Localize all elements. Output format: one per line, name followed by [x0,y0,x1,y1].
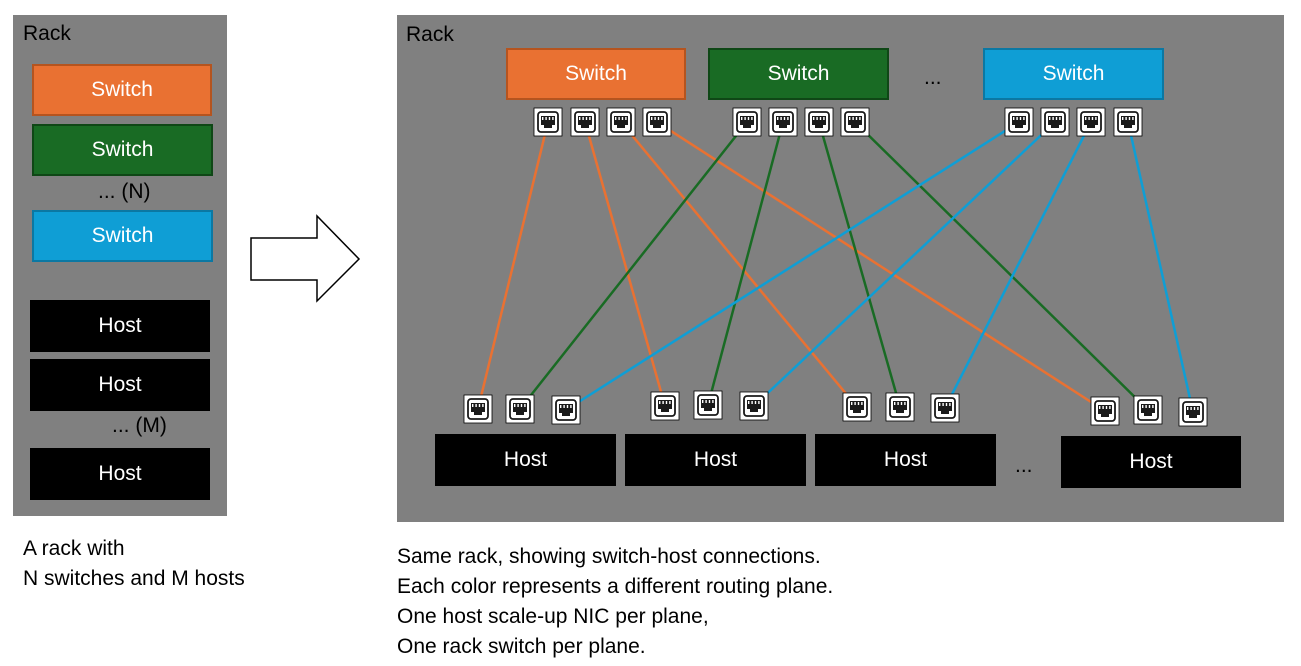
ethernet-port-icon [505,394,535,424]
right-caption-line: Each color represents a different routin… [397,575,834,598]
left-host-ellipsis: ... (M) [112,414,167,437]
connection-line [476,121,550,410]
connection-line [943,121,1093,409]
connection-line [583,121,667,407]
right-switch-ellipsis: ... [924,66,942,89]
ethernet-port-icon [1004,107,1034,137]
ethernet-port-icon [842,392,872,422]
ethernet-port-icon [1178,397,1208,427]
ethernet-port-icon [804,107,834,137]
left-caption-line: N switches and M hosts [23,567,245,590]
left-host-3: Host [30,448,210,500]
right-switch-blue: Switch [983,48,1164,100]
ethernet-port-icon [840,107,870,137]
right-caption-line: One host scale-up NIC per plane, [397,605,709,628]
ethernet-port-icon [533,107,563,137]
left-rack-label: Rack [23,22,71,45]
right-rack-label: Rack [406,23,454,46]
ethernet-port-icon [693,390,723,420]
right-switch-orange: Switch [506,48,686,100]
connection-line [817,121,902,408]
ethernet-port-icon [1113,107,1143,137]
ethernet-port-icon [1040,107,1070,137]
ethernet-port-icon [642,107,672,137]
right-host-2: Host [625,434,806,486]
right-host-4: Host [1061,436,1241,488]
ethernet-port-icon [650,391,680,421]
connection-line [1126,121,1195,413]
ethernet-port-icon [570,107,600,137]
connection-line [854,121,1149,411]
ethernet-port-icon [606,107,636,137]
connection-line [519,121,748,410]
right-caption: Same rack, showing switch-host connectio… [397,542,833,662]
ethernet-port-icon [732,107,762,137]
ethernet-port-icon [1076,107,1106,137]
left-switch-orange: Switch [32,64,212,116]
ethernet-port-icon [930,393,960,423]
connection-line [753,121,1056,407]
connection-line [565,120,1020,412]
right-switch-green: Switch [708,48,889,100]
left-caption-line: A rack with [23,537,125,560]
left-switch-blue: Switch [32,210,213,262]
left-switch-green: Switch [32,124,213,176]
left-host-1: Host [30,300,210,352]
left-caption: A rack with N switches and M hosts [23,534,245,594]
ethernet-port-icon [768,107,798,137]
connection-line [620,121,858,408]
ethernet-port-icon [551,395,581,425]
ethernet-port-icon [1090,396,1120,426]
left-switch-ellipsis: ... (N) [98,180,151,203]
right-host-ellipsis: ... [1015,454,1033,477]
right-host-1: Host [435,434,616,486]
right-host-3: Host [815,434,996,486]
right-caption-line: Same rack, showing switch-host connectio… [397,545,821,568]
left-host-2: Host [30,359,210,411]
ethernet-port-icon [739,391,769,421]
connection-line [656,120,1106,413]
ethernet-port-icon [1133,395,1163,425]
ethernet-port-icon [885,392,915,422]
ethernet-port-icon [463,394,493,424]
right-caption-line: One rack switch per plane. [397,635,646,658]
connection-line [706,121,785,406]
